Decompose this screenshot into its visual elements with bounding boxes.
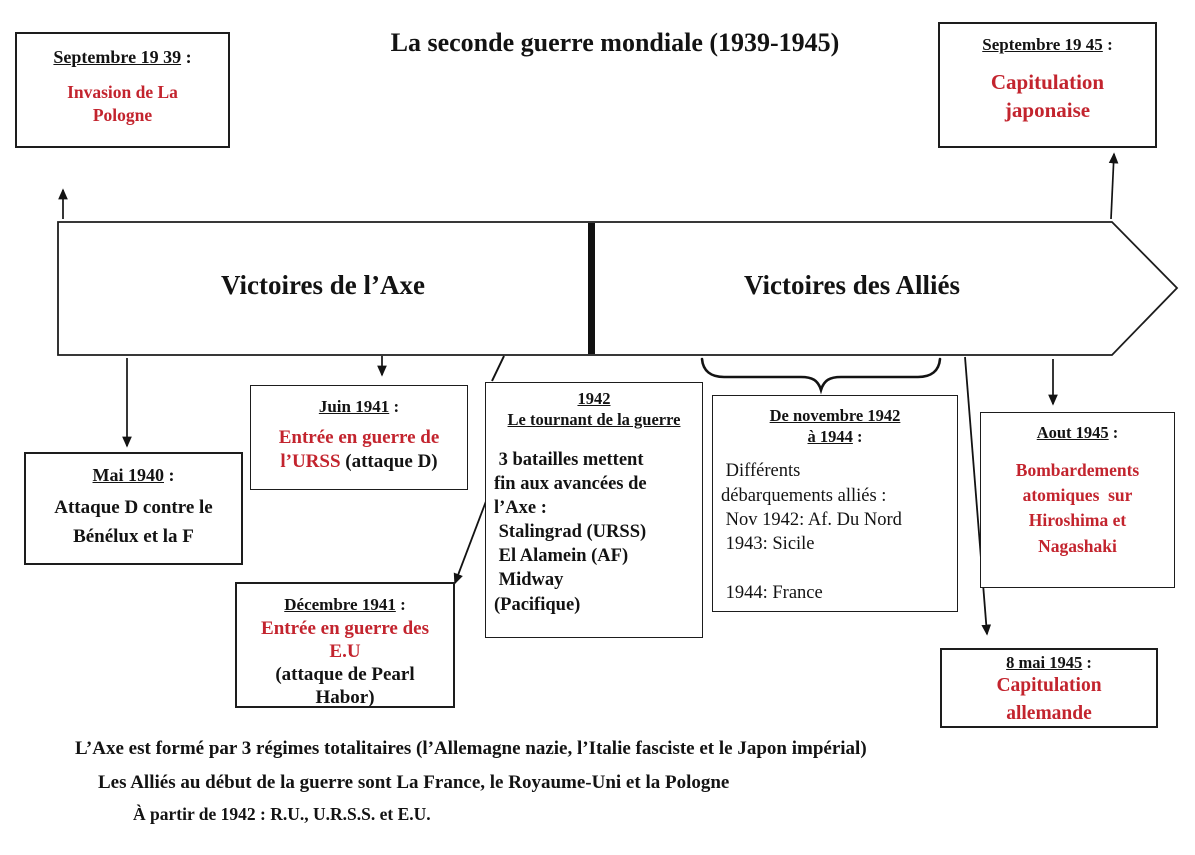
box-body: 3 batailles mettent fin aux avancées de … [494, 450, 647, 615]
box-body-red: Entrée en guerre des E.U [261, 618, 429, 663]
box-1942-turning-point: 1942 Le tournant de la guerre 3 bataille… [485, 382, 703, 638]
banner-divider [588, 223, 595, 354]
arrow-to-december-1941 [453, 495, 489, 585]
page-title: La seconde guerre mondiale (1939-1945) [390, 28, 840, 57]
box-header: Décembre 1941 : [284, 595, 406, 614]
box-august-1945: Aout 1945 : Bombardements atomiques sur … [980, 412, 1175, 588]
box-header: Aout 1945 : [1036, 423, 1119, 442]
box-header: Mai 1940 : [92, 465, 175, 485]
allies-victories-label: Victoires des Alliés [744, 270, 960, 300]
footer-note-allies: Les Alliés au début de la guerre sont La… [98, 772, 730, 793]
box-header: 8 mai 1945 : [1006, 653, 1092, 672]
box-september-1945: Septembre 19 45 : Capitulation japonaise [938, 22, 1157, 148]
box-body: Différents débarquements alliés : Nov 19… [721, 461, 902, 604]
box-body-black: (attaque de Pearl Habor) [275, 663, 415, 708]
box-8-may-1945: 8 mai 1945 : Capitulation allemande [940, 648, 1158, 728]
box-body: Entrée en guerre de l’URSS (attaque D) [278, 427, 445, 472]
box-header-line2: Le tournant de la guerre [507, 409, 681, 429]
box-june-1941: Juin 1941 : Entrée en guerre de l’URSS (… [250, 385, 468, 490]
box-landings-1942-1944: De novembre 1942 à 1944 : Différents déb… [712, 395, 958, 612]
box-body: Bombardements atomiques sur Hiroshima et… [1015, 459, 1140, 556]
box-header-line2: à 1944 : [807, 426, 863, 446]
tick-to-1942-box [491, 355, 505, 382]
box-body: Attaque D contre le Bénélux et la F [54, 496, 213, 547]
box-september-1939: Septembre 19 39 : Invasion de La Pologne [15, 32, 230, 148]
brace-to-landings-box [700, 357, 942, 395]
timeline-banner-shape [57, 221, 1179, 356]
box-header-line1: 1942 [577, 389, 611, 408]
box-body: Invasion de La Pologne [67, 81, 178, 126]
box-december-1941: Décembre 1941 : Entrée en guerre des E.U… [235, 582, 455, 708]
footer-note-allies-1942: À partir de 1942 : R.U., U.R.S.S. et E.U… [133, 804, 431, 824]
footer-note-axis: L’Axe est formé par 3 régimes totalitair… [75, 738, 867, 759]
box-body: Capitulation allemande [996, 674, 1102, 724]
axis-victories-label: Victoires de l’Axe [221, 270, 425, 300]
arrow-to-september-1945 [1108, 152, 1119, 220]
box-header: Septembre 19 45 : [982, 35, 1113, 54]
box-body: Capitulation japonaise [990, 70, 1105, 122]
box-header: Septembre 19 39 : [53, 47, 192, 67]
box-header-line1: De novembre 1942 [769, 406, 901, 425]
box-header: Juin 1941 : [318, 397, 400, 416]
box-may-1940: Mai 1940 : Attaque D contre le Bénélux e… [24, 452, 243, 565]
